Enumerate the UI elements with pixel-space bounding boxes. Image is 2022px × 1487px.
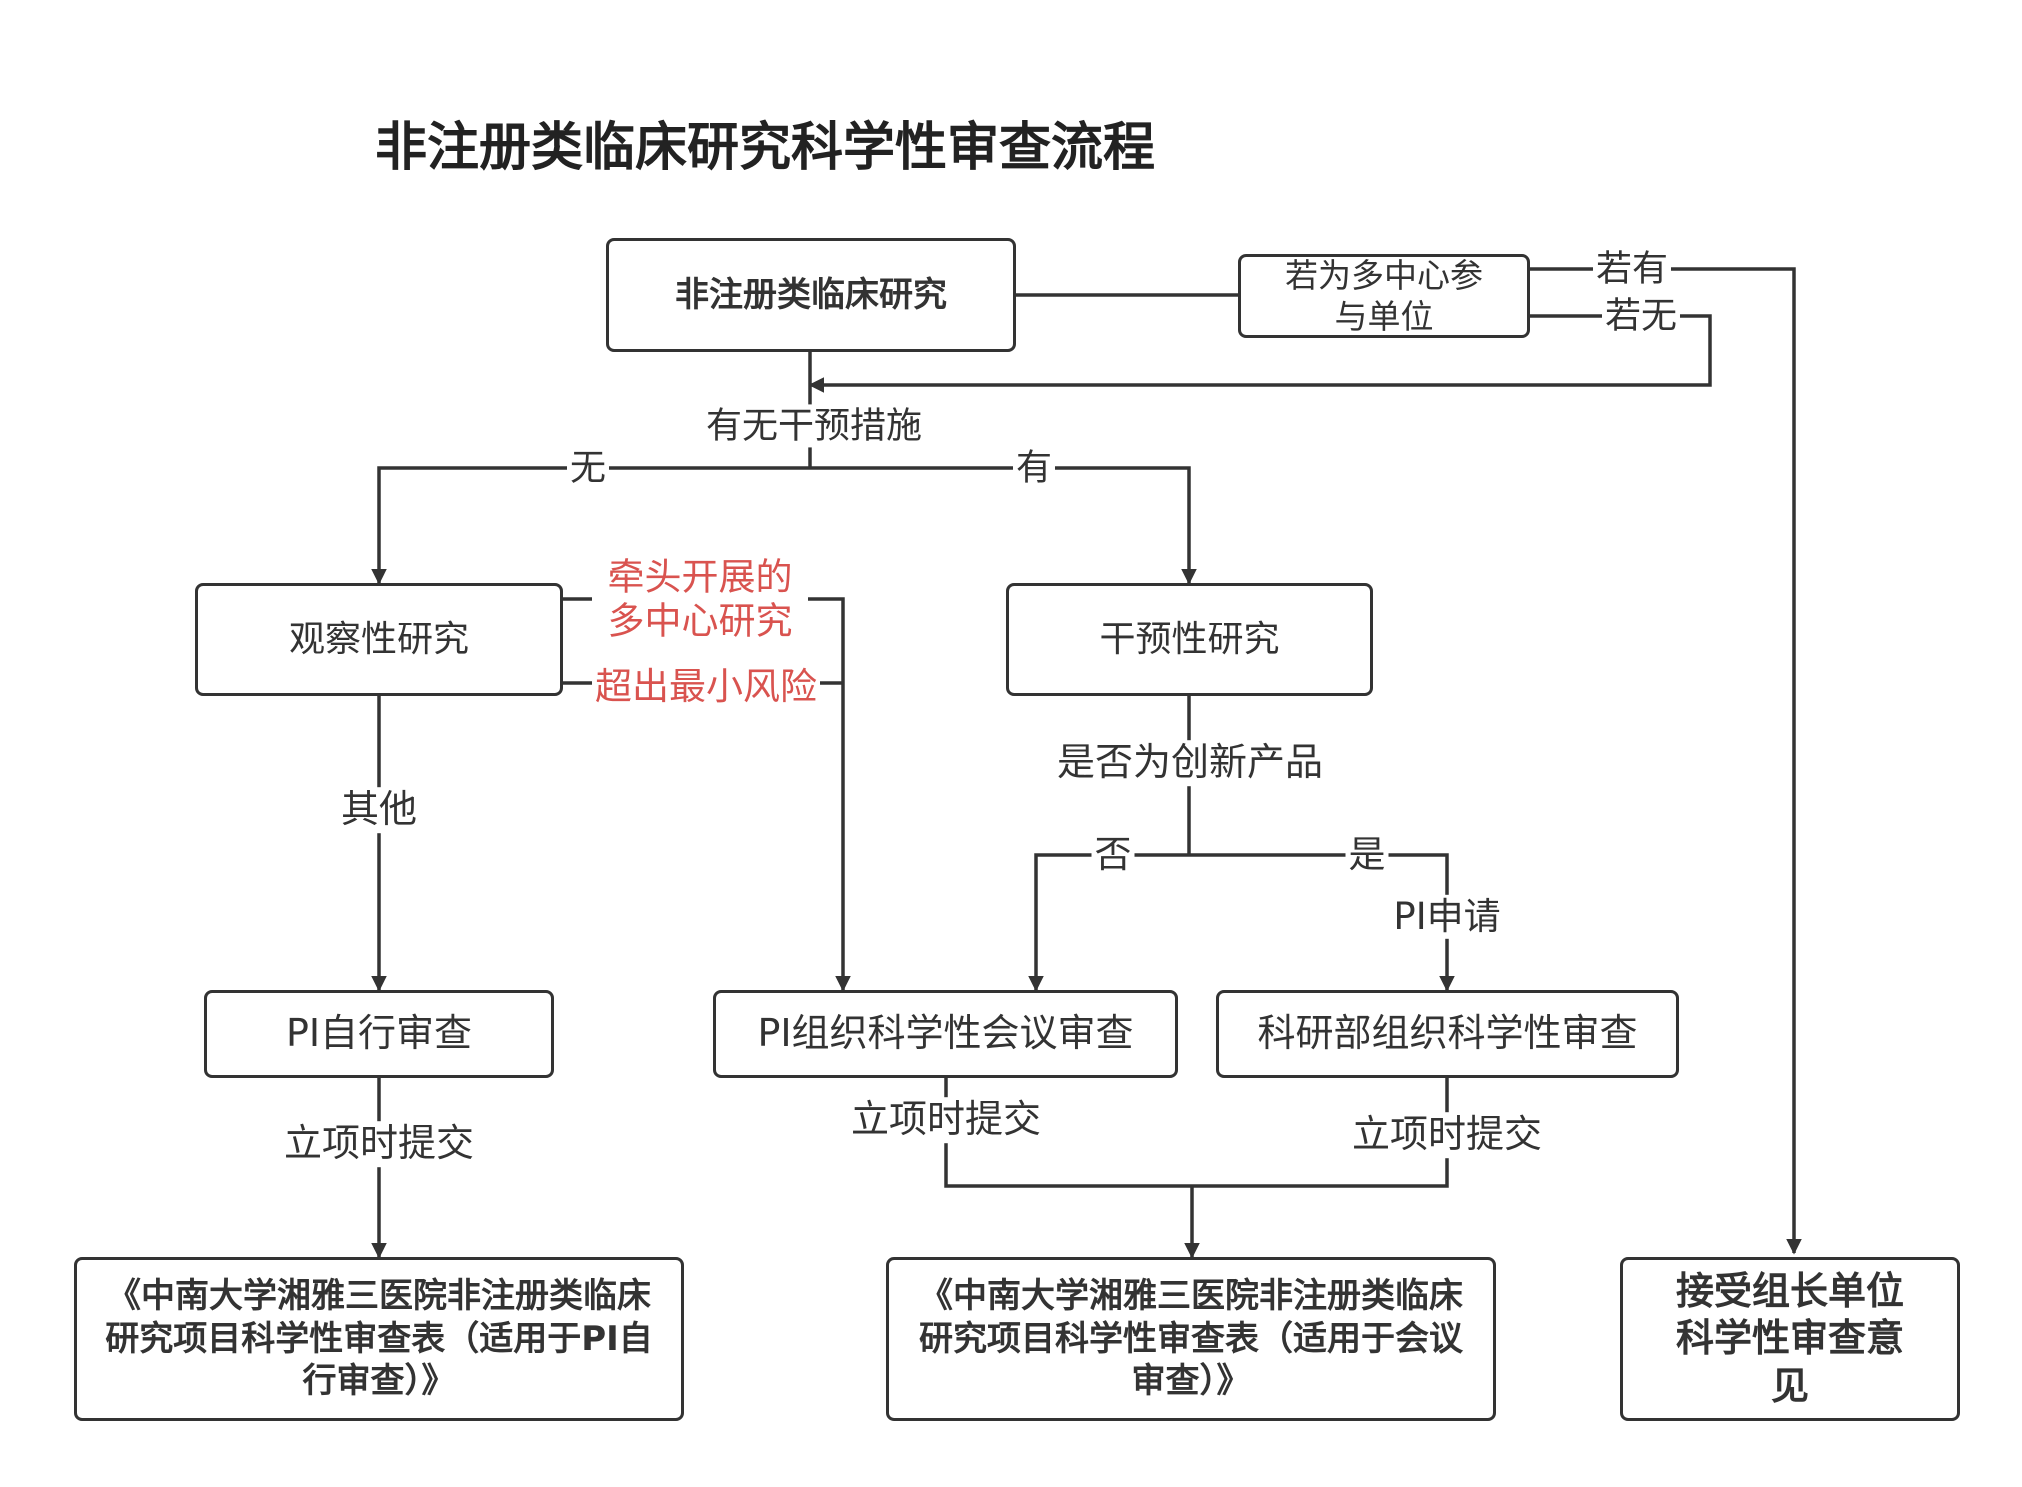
page-title: 非注册类临床研究科学性审查流程 (375, 118, 1156, 178)
label-none: 无 (566, 446, 610, 490)
line-if-yes (1530, 267, 1802, 1255)
node-dept-review: 科研部组织科学性审查 (1216, 990, 1679, 1078)
label-other: 其他 (337, 787, 421, 833)
label-pi-apply: PI申请 (1390, 894, 1504, 940)
label-has: 有 (1012, 446, 1056, 490)
node-form-self: 《中南大学湘雅三医院非注册类临床研究项目科学性审查表（适用于PI自行审查）》 (74, 1257, 684, 1421)
line-innovative-yes (1189, 853, 1455, 992)
label-exceeds-risk: 超出最小风险 (592, 664, 820, 710)
node-pi-meeting-review: PI组织科学性会议审查 (713, 990, 1178, 1078)
node-multicenter: 若为多中心参与单位 (1238, 254, 1530, 338)
label-no: 否 (1091, 832, 1135, 878)
line-innovative-no (1028, 853, 1189, 992)
label-innovative-question: 是否为创新产品 (1053, 740, 1327, 786)
node-pi-self-review: PI自行审查 (204, 990, 554, 1078)
label-lead-multicenter: 牵头开展的多中心研究 (592, 555, 808, 645)
label-if-no: 若无 (1601, 294, 1681, 338)
node-accept-lead: 接受组长单位科学性审查意见 (1620, 1257, 1960, 1421)
label-submit-self: 立项时提交 (280, 1121, 478, 1167)
node-observational: 观察性研究 (195, 583, 563, 696)
label-submit-dept: 立项时提交 (1348, 1112, 1546, 1158)
label-submit-meeting: 立项时提交 (847, 1097, 1045, 1143)
node-interventional: 干预性研究 (1006, 583, 1373, 696)
node-start: 非注册类临床研究 (606, 238, 1016, 352)
line-to-observational (371, 466, 810, 585)
node-form-meeting: 《中南大学湘雅三医院非注册类临床研究项目科学性审查表（适用于会议审查）》 (886, 1257, 1496, 1421)
line-to-interventional (810, 466, 1197, 585)
label-intervention-question: 有无干预措施 (702, 404, 926, 448)
line-lead-multicenter (563, 597, 851, 992)
label-yes: 是 (1345, 832, 1389, 878)
label-if-yes: 若有 (1592, 247, 1672, 291)
